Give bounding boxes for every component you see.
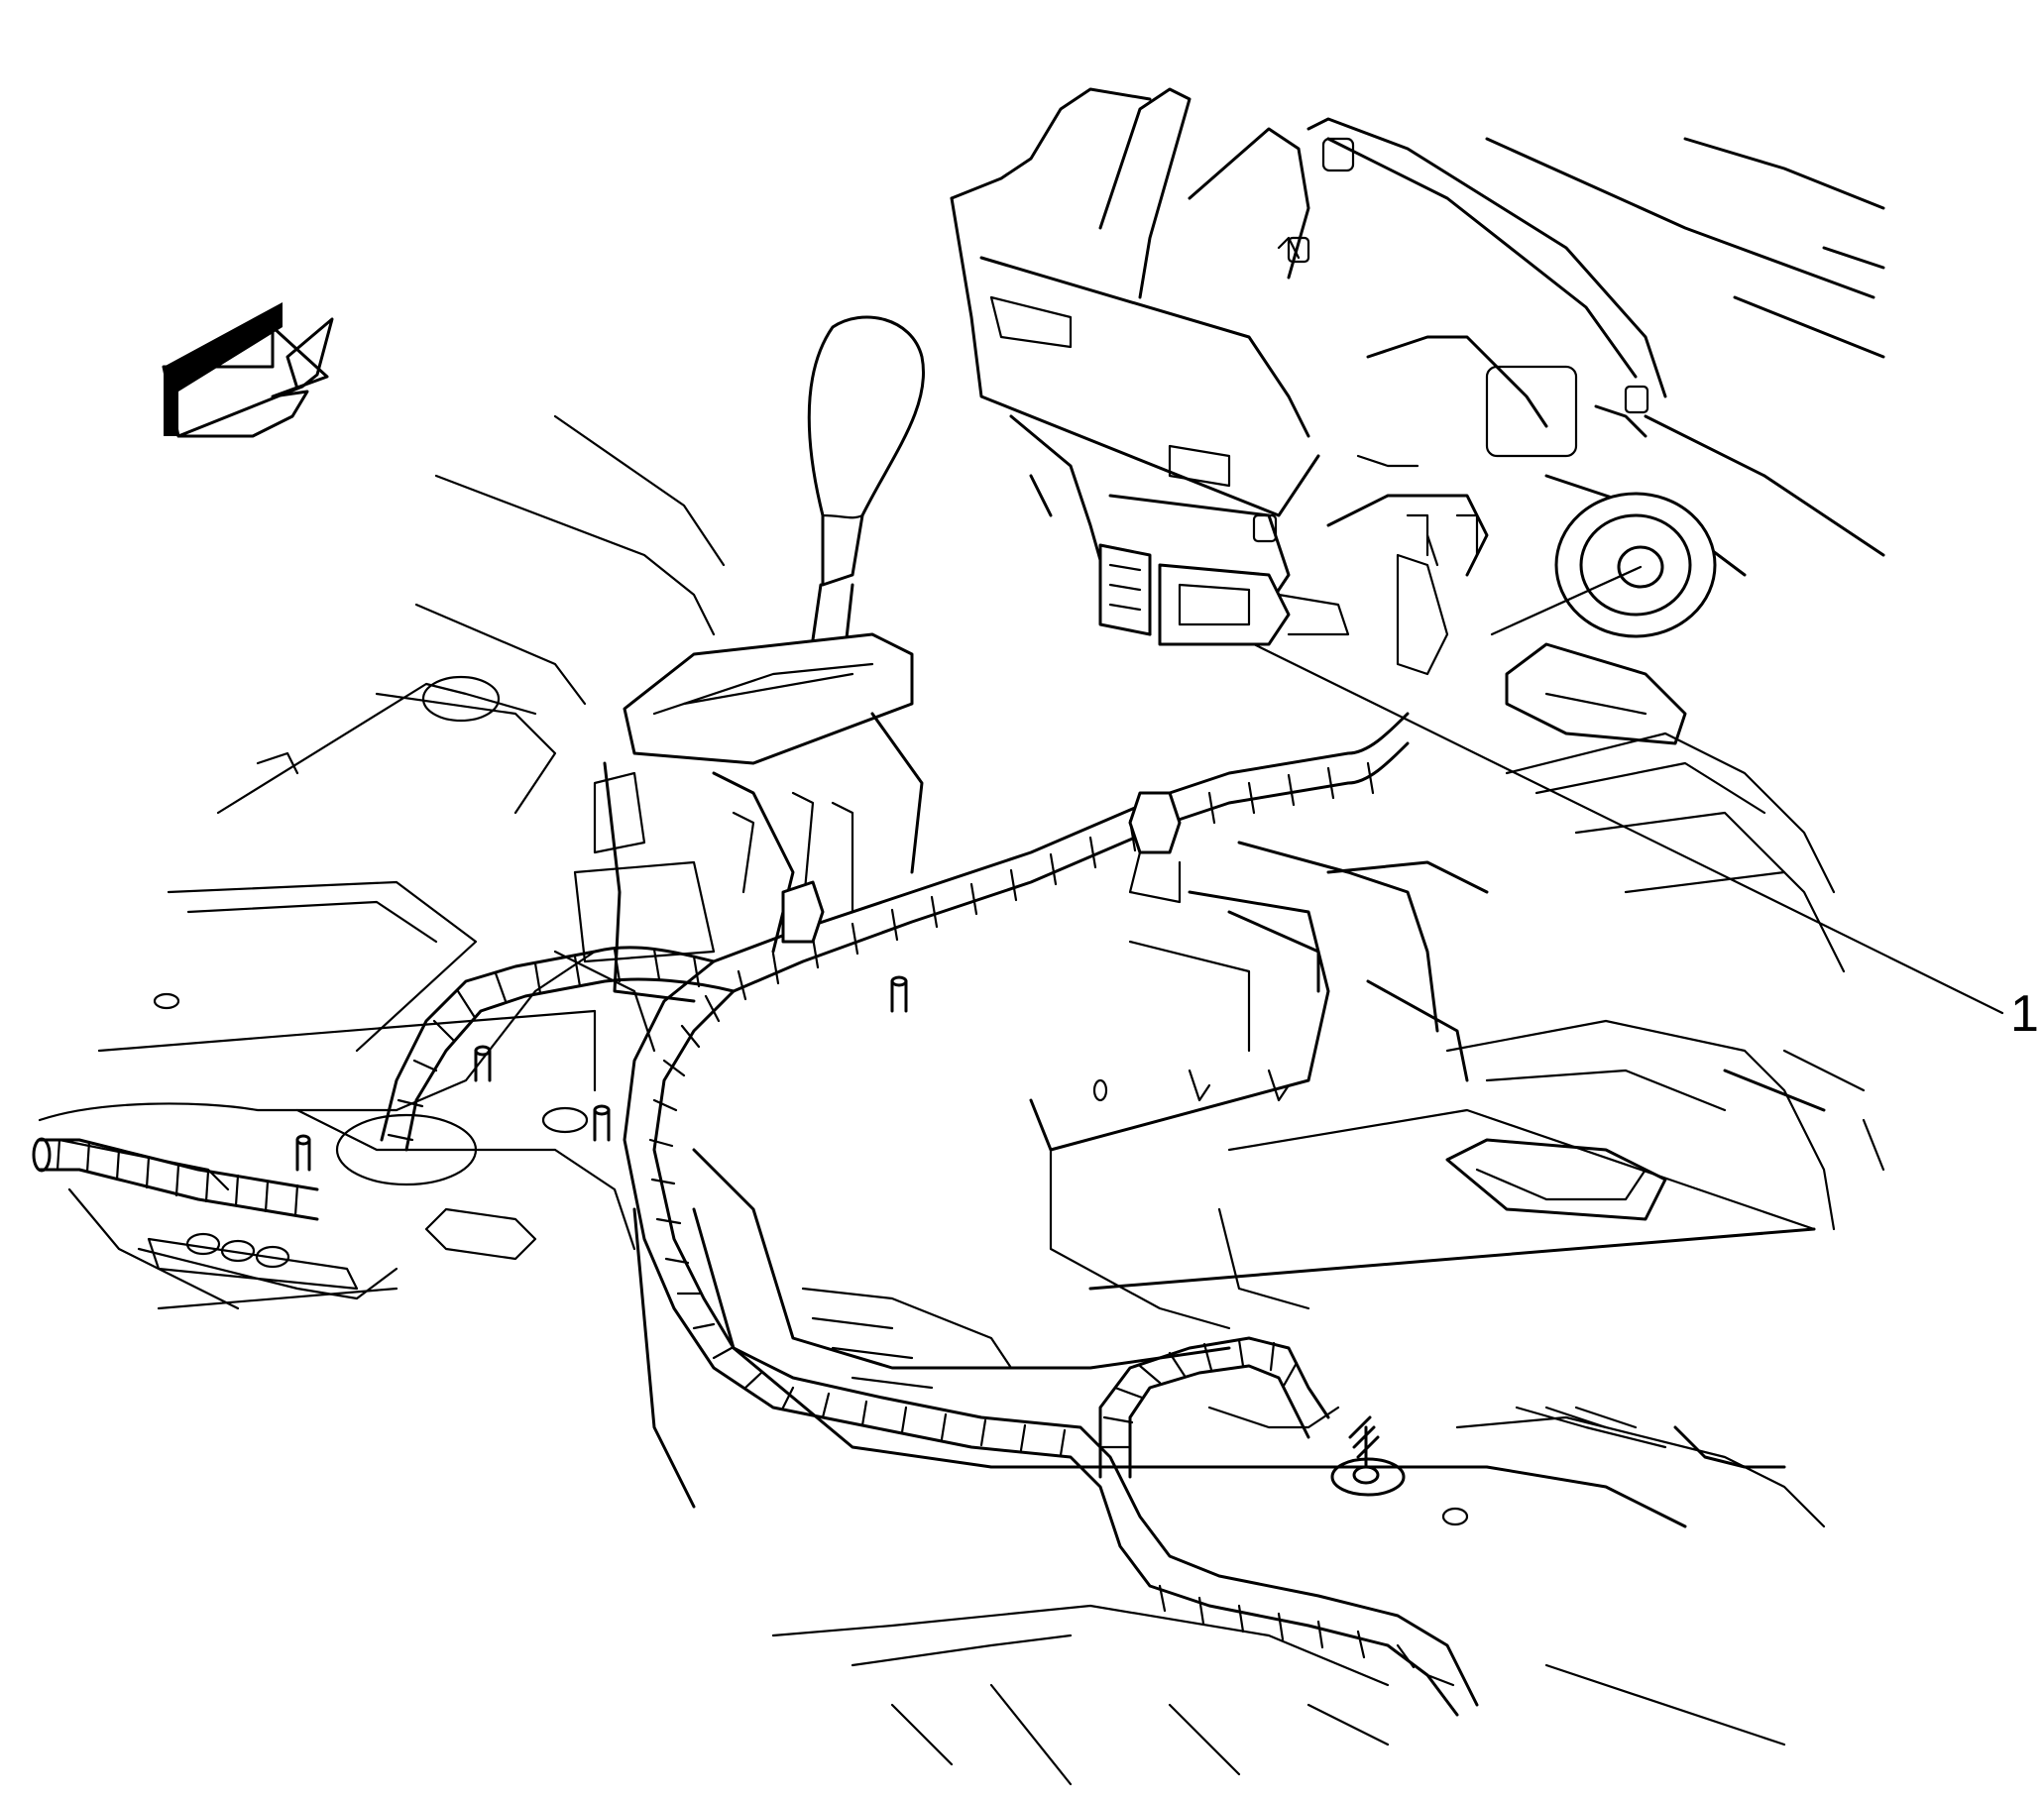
stud (295, 975, 908, 1172)
instrument-panel-bracket (950, 87, 1885, 636)
callout-1: 1 (1252, 642, 2039, 1043)
front-of-vehicle-arrow-icon (162, 302, 334, 438)
harness-clip (424, 791, 1182, 1261)
bolt (1330, 1415, 1406, 1497)
electrical-connector (1098, 543, 1350, 646)
module-bracket-right (1396, 533, 1687, 745)
shifter-bezel (553, 632, 924, 1053)
grommet (1490, 492, 1717, 638)
shift-lever (806, 315, 925, 676)
wiring-harness (32, 712, 1479, 1717)
callout-label-1: 1 (2010, 985, 2039, 1043)
floor-pan-right (632, 732, 1885, 1786)
floor-pan-left (57, 414, 726, 1310)
